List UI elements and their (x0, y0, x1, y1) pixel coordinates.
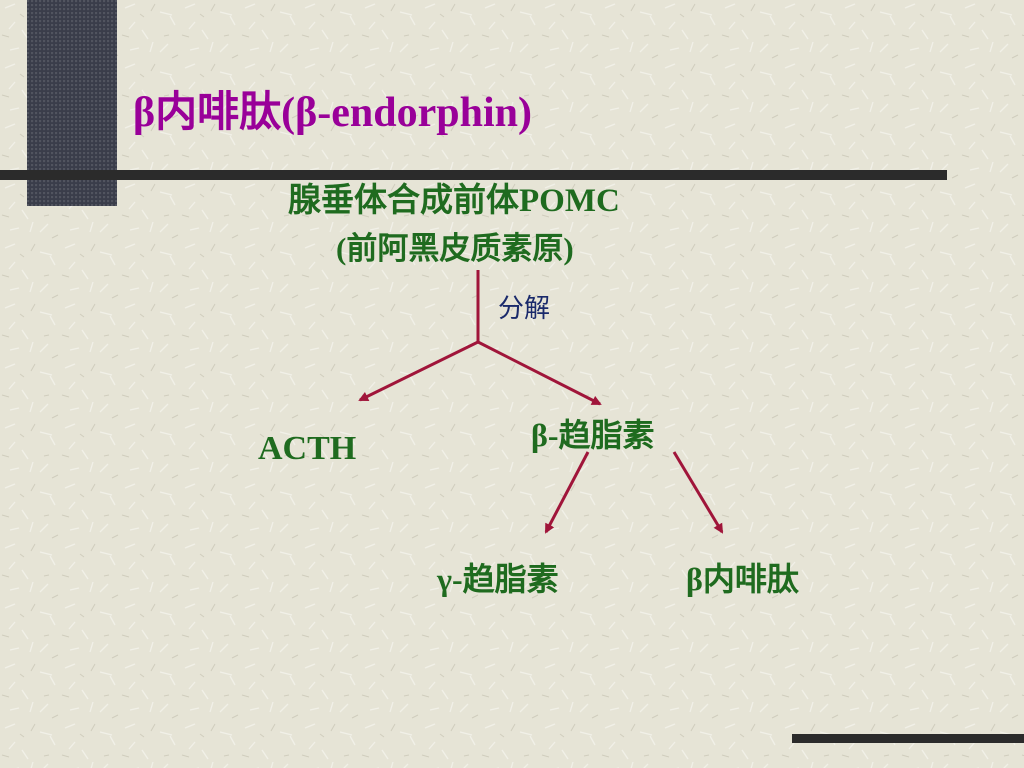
arrow-to-beta-endorphin (672, 451, 724, 534)
pomc-subtitle: (前阿黑皮质素原) (336, 231, 574, 266)
pomc-label: 腺垂体合成前体POMC (288, 183, 620, 219)
beta-lipotropin-label: β-趋脂素 (531, 417, 655, 453)
slide-title: β内啡肽(β-endorphin) (133, 90, 532, 136)
arrow-to-beta-lipotropin (477, 340, 602, 406)
acth-label: ACTH (258, 430, 357, 467)
beta-endorphin-label: β内啡肽 (686, 561, 799, 597)
footer-divider (792, 734, 1024, 743)
title-divider (0, 170, 947, 180)
split-label: 分解 (498, 294, 551, 323)
arrow-to-gamma-lipotropin (544, 451, 590, 534)
arrow-to-acth (358, 340, 479, 402)
gamma-lipotropin-label: γ-趋脂素 (437, 561, 559, 597)
